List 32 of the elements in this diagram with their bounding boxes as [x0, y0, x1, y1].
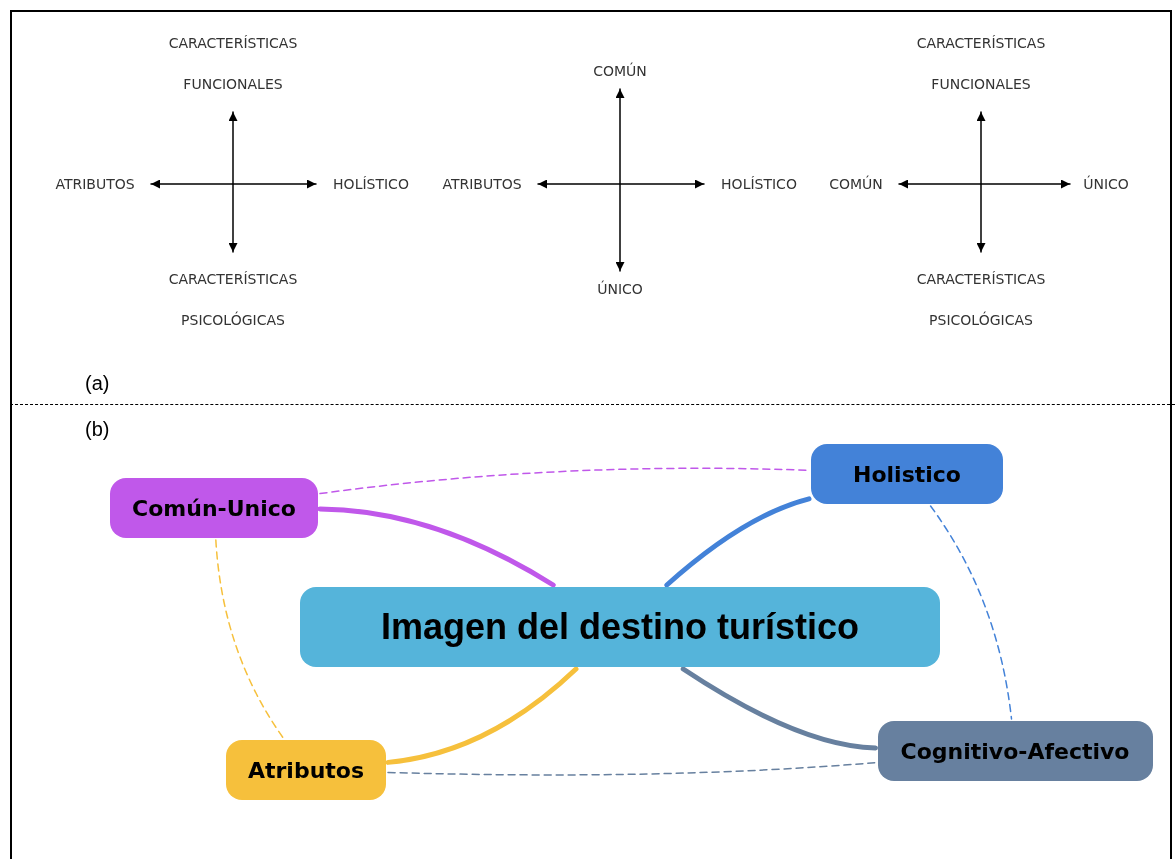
double-arrow: [228, 111, 238, 253]
topic-box: Común-Unico: [110, 478, 318, 538]
axis-label: ÚNICO: [1076, 172, 1136, 196]
connector-line: [385, 666, 579, 765]
dashed-connector: [387, 761, 877, 776]
axis-label: ATRIBUTOS: [45, 172, 145, 196]
axis-label: CARACTERÍSTICAS PSICOLÓGICAS: [896, 258, 1066, 342]
topic-box: Atributos: [226, 740, 386, 800]
axis-label: HOLÍSTICO: [710, 172, 808, 196]
dashed-connector: [929, 505, 1013, 720]
axis-label: CARACTERÍSTICAS FUNCIONALES: [896, 22, 1066, 106]
connector-line: [680, 666, 878, 751]
panel-label: (b): [85, 418, 110, 441]
double-arrow: [615, 88, 625, 272]
double-arrow: [537, 179, 705, 189]
axis-label: CARACTERÍSTICAS PSICOLÓGICAS: [148, 258, 318, 342]
axis-label: COMÚN: [819, 172, 893, 196]
dashed-connector: [215, 539, 284, 739]
panel-label: (a): [85, 372, 110, 395]
topic-box: Holistico: [811, 444, 1003, 504]
connector-line: [317, 506, 556, 588]
axis-label: ATRIBUTOS: [432, 172, 532, 196]
double-arrow: [976, 111, 986, 253]
topic-box: Cognitivo-Afectivo: [877, 721, 1153, 781]
connector-line: [664, 496, 812, 588]
central-topic-box: Imagen del destino turístico: [300, 587, 940, 667]
axis-label: COMÚN: [585, 59, 655, 83]
double-arrow: [898, 179, 1071, 189]
axis-label: ÚNICO: [590, 277, 650, 301]
axis-label: HOLÍSTICO: [322, 172, 420, 196]
double-arrow: [150, 179, 317, 189]
axis-label: CARACTERÍSTICAS FUNCIONALES: [148, 22, 318, 106]
